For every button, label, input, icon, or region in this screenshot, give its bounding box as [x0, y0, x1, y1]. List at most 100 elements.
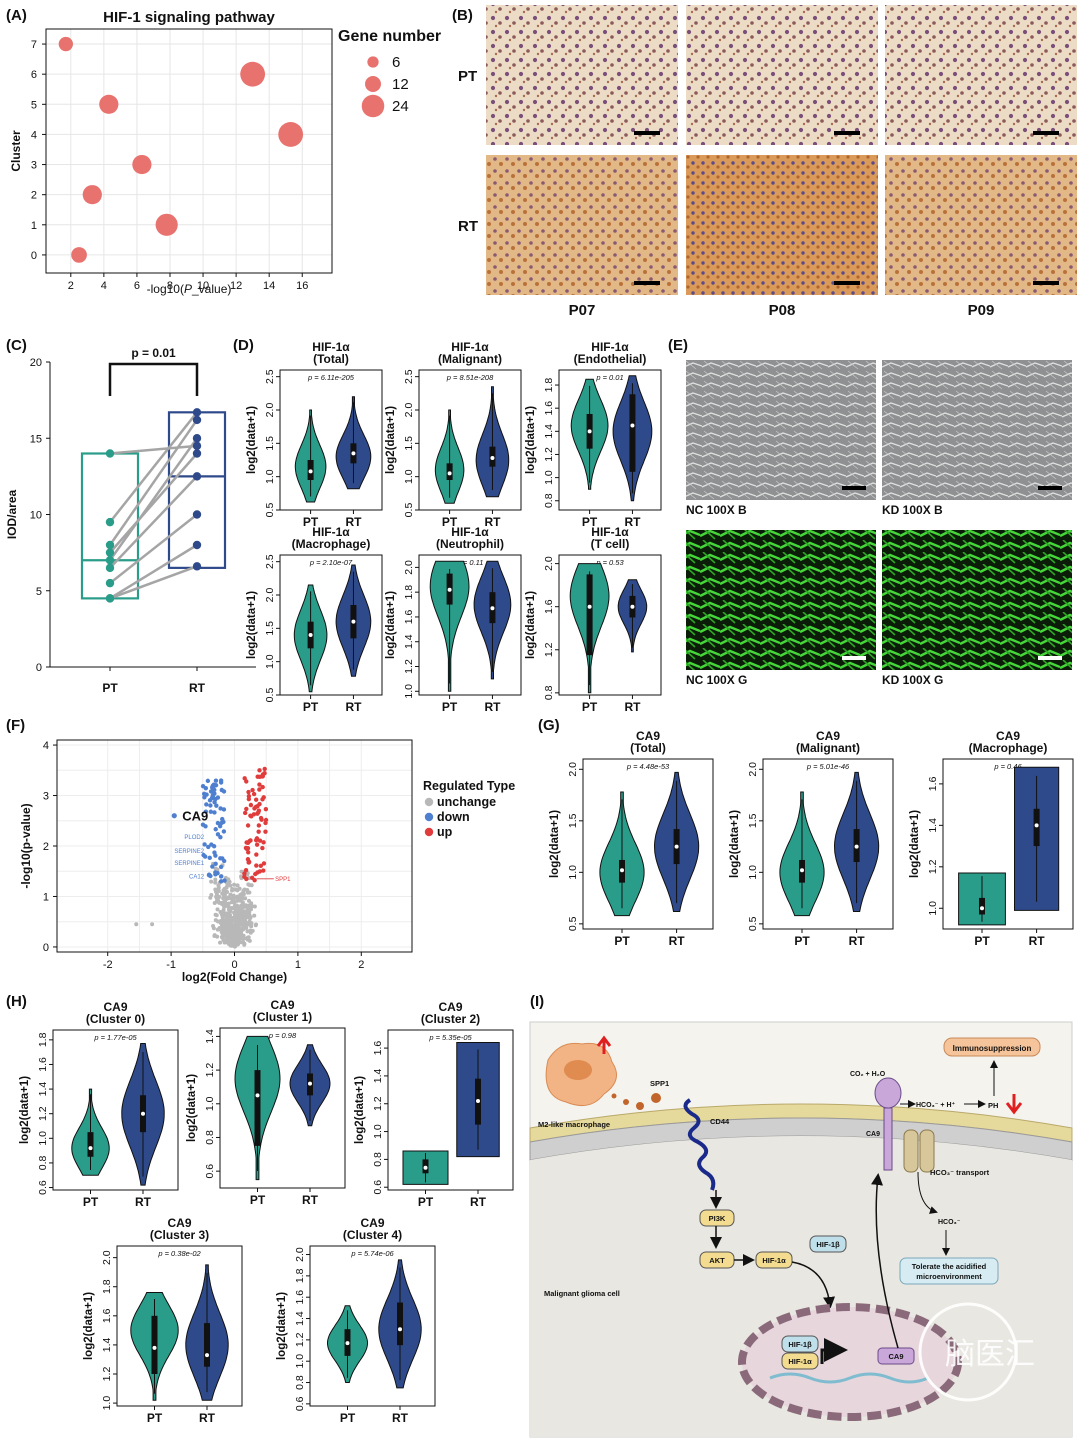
point-unchange	[243, 896, 248, 901]
point-unchange	[226, 901, 231, 906]
spp1-molecule	[611, 1093, 617, 1099]
plot-subtitle: (Cluster 2)	[421, 1012, 480, 1026]
x-axis-label-part: -log10(	[147, 282, 184, 296]
point-up	[242, 810, 248, 816]
point-up	[263, 807, 269, 812]
point-up	[245, 846, 251, 851]
violin-box	[979, 897, 985, 915]
data-point	[192, 510, 202, 519]
point-down	[207, 855, 212, 861]
y-tick-label: 2.0	[294, 1247, 306, 1262]
violin-plot: HIF-1α(Macrophage)p = 2.10e-070.51.01.52…	[246, 525, 383, 714]
hco3-h-label: HCO₃⁻ + H⁺	[916, 1101, 956, 1109]
legend-label: up	[437, 825, 453, 839]
plot-title: HIF-1α	[591, 525, 629, 539]
y-tick-label: 6	[31, 69, 37, 81]
point-up	[261, 840, 266, 845]
ihc-image	[686, 5, 878, 145]
point-down	[221, 858, 227, 864]
point-up	[245, 823, 251, 828]
x-tick-label: RT	[189, 681, 206, 695]
bubble-point	[132, 154, 152, 175]
x-tick-label: RT	[345, 515, 362, 529]
hif1b-nucleus-label: HIF-1β	[788, 1340, 812, 1349]
point-up	[260, 797, 265, 802]
pair-line	[109, 543, 198, 600]
akt-label: AKT	[709, 1256, 725, 1265]
point-down	[221, 829, 227, 834]
significance-bracket	[108, 362, 199, 396]
cell-image	[882, 530, 1072, 670]
gene-label: SERPINE1	[174, 861, 204, 867]
point-down	[218, 856, 223, 861]
y-tick-label: 0.8	[204, 1130, 216, 1145]
point-unchange	[240, 900, 245, 905]
p-value-label: p = 6.11e-205	[307, 373, 355, 382]
plot-title: CA9	[103, 1000, 127, 1014]
scale-bar	[834, 131, 860, 135]
point-down	[218, 874, 224, 879]
panel-label-e: (E)	[668, 337, 688, 354]
legend-marker	[424, 812, 434, 822]
spp1-molecule	[623, 1099, 629, 1105]
point-unchange	[246, 935, 251, 940]
violin-plot: HIF-1α(Total)p = 6.11e-2050.51.01.52.02.…	[246, 340, 383, 529]
y-tick-label: 1.2	[204, 1063, 216, 1078]
point-up	[261, 868, 266, 873]
point-unchange	[216, 883, 221, 888]
point-down	[208, 873, 213, 879]
plot-title: HIF-1α	[591, 340, 629, 354]
p-value-label: p = 0.01	[131, 346, 176, 360]
violin-median	[255, 1093, 260, 1098]
violin-median	[308, 469, 313, 474]
tolerate-label: Tolerate the acidified	[912, 1262, 987, 1271]
violin-median	[205, 1353, 209, 1358]
point-unchange	[244, 925, 249, 930]
tolerate-box	[899, 1257, 999, 1285]
data-point	[105, 449, 115, 458]
point-unchange	[214, 913, 219, 918]
x-tick-label: RT	[849, 934, 866, 948]
point-down	[202, 795, 207, 800]
point-unchange	[246, 904, 251, 909]
point-up	[250, 787, 255, 793]
point-unchange	[233, 904, 238, 909]
y-tick-label: 1.6	[294, 1290, 306, 1305]
point-down	[203, 785, 209, 791]
pair-line	[109, 411, 198, 523]
point-unchange	[226, 877, 231, 882]
p-value-label: p = 2.10e-07	[309, 558, 353, 567]
point-unchange	[230, 915, 235, 920]
plot-title: CA9	[636, 729, 660, 743]
glioma-cell-label: Malignant glioma cell	[544, 1289, 620, 1298]
y-tick-label: 1.2	[101, 1367, 113, 1382]
point-unchange	[228, 892, 233, 897]
violin-median	[620, 868, 624, 873]
violin-median	[1034, 823, 1039, 828]
y-tick-label: 0	[43, 942, 49, 954]
point-down	[222, 878, 227, 883]
point-up	[243, 867, 249, 873]
y-axis-label: log2(data+1)	[549, 810, 561, 878]
point-up	[254, 852, 259, 857]
plot-title: CA9	[816, 729, 840, 743]
column-label: P07	[569, 302, 596, 319]
x-tick-label: PT	[83, 1195, 99, 1209]
hco3-label: HCO₃⁻	[938, 1219, 961, 1226]
data-point	[105, 563, 115, 573]
co2-label: CO₂ + H₂O	[850, 1071, 886, 1078]
point-unchange	[230, 886, 235, 891]
x-tick-label: PT	[418, 1195, 434, 1209]
scale-bar	[1038, 486, 1062, 490]
p-value-label: p = 5.35e-05	[428, 1033, 472, 1042]
violin-median	[88, 1146, 93, 1151]
point-down	[208, 789, 214, 794]
violin-median	[447, 587, 452, 592]
y-tick-label: 1.0	[204, 1096, 216, 1111]
point-unchange	[254, 922, 259, 927]
image-caption: NC 100X B	[686, 503, 747, 517]
point-unchange	[212, 933, 217, 938]
